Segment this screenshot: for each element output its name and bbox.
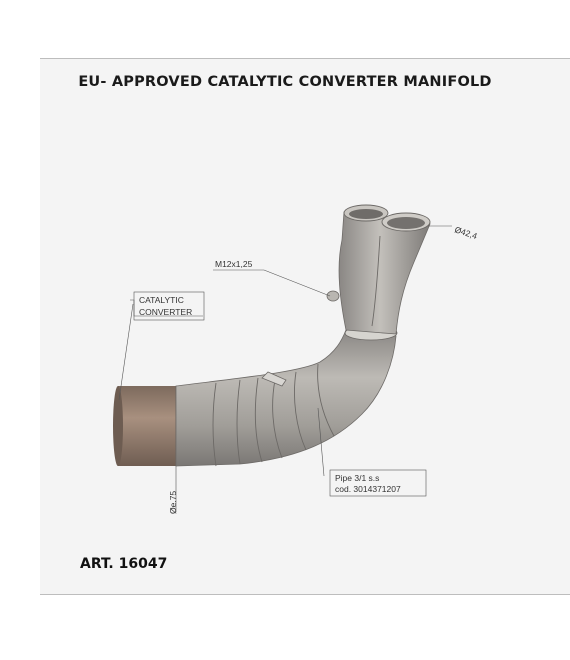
catalytic-converter-body (113, 386, 177, 466)
thread-callout: M12x1,25 (215, 259, 253, 269)
article-number: ART. 16047 (80, 556, 168, 572)
inlet-diameter-label: Øe.75 (168, 491, 178, 514)
twin-outlet (326, 204, 431, 335)
catalytic-label-line2: CONVERTER (139, 307, 192, 317)
inlet-diameter-callout: Øe.75 (168, 491, 178, 514)
catalytic-label-line1: CATALYTIC (139, 295, 184, 305)
pipe-label-line2: cod. 3014371207 (335, 484, 401, 494)
thread-label: M12x1,25 (215, 259, 253, 269)
outlet-diameter-label: Ø42,4 (453, 224, 478, 241)
pipe-label-line1: Pipe 3/1 s.s (335, 473, 379, 483)
manifold-pipe (175, 329, 397, 467)
drawing-title: EU- APPROVED CATALYTIC CONVERTER MANIFOL… (78, 74, 492, 90)
pipe-callout: Pipe 3/1 s.s cod. 3014371207 (329, 469, 427, 497)
drawing-sheet (40, 58, 570, 595)
outlet-diameter-callout: Ø42,4 (453, 224, 478, 241)
catalytic-converter-callout: CATALYTIC CONVERTER (133, 291, 205, 321)
